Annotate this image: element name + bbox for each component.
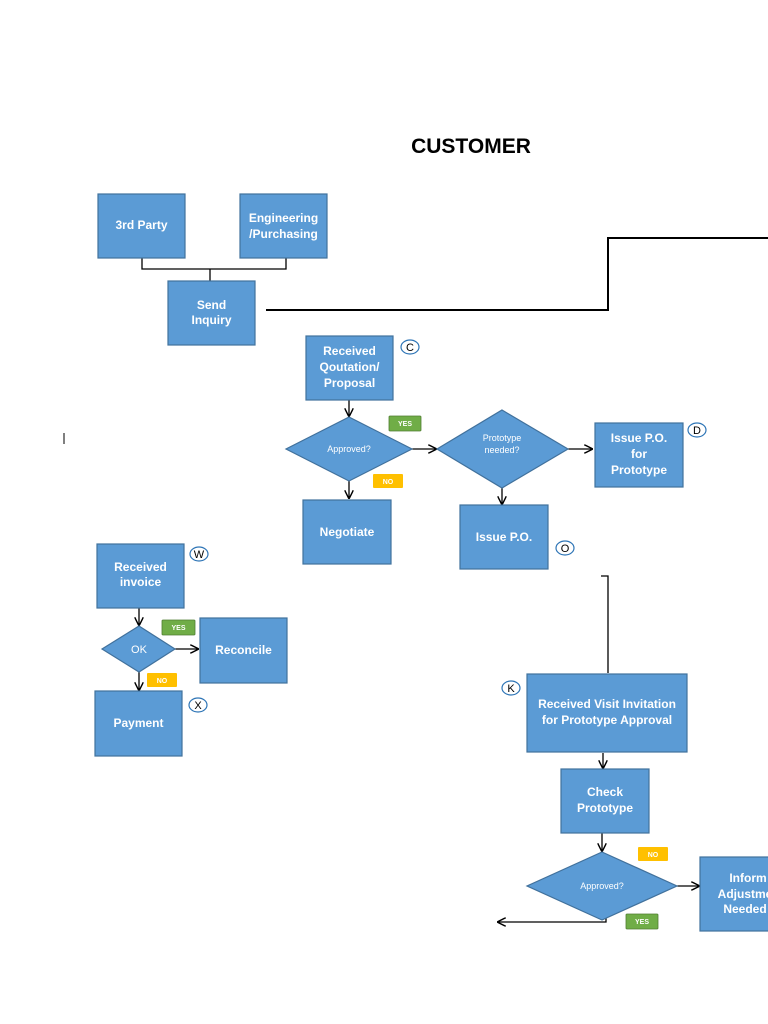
box-3rd-party-label: 3rd Party xyxy=(115,218,167,232)
tag-yes-approved-2-label: YES xyxy=(635,919,649,926)
tag-no-approved-2-label: NO xyxy=(648,852,659,859)
marker-c-label: C xyxy=(406,342,414,354)
box-engineering-line2: /Purchasing xyxy=(249,227,318,241)
box-received-invoice: Received invoice xyxy=(96,543,185,609)
tag-yes-ok: YES xyxy=(161,619,196,636)
box-issue-po-label: Issue P.O. xyxy=(476,530,532,544)
diamond-approved-1: Approved? xyxy=(284,416,414,482)
tag-no-approved-1-label: NO xyxy=(383,479,394,486)
box-engineering-purchasing: Engineering /Purchasing xyxy=(239,193,328,259)
marker-w-label: W xyxy=(194,549,205,561)
diamond-approved-1-label: Approved? xyxy=(327,444,371,454)
box-3rd-party: 3rd Party xyxy=(97,193,186,259)
box-received-visit-line2: for Prototype Approval xyxy=(542,713,672,727)
box-received-quotation-line2: Qoutation/ xyxy=(320,360,381,374)
box-negotiate-label: Negotiate xyxy=(320,525,375,539)
box-reconcile: Reconcile xyxy=(199,617,288,684)
marker-o-label: O xyxy=(561,543,570,555)
box-issue-po-prototype: Issue P.O. for Prototype xyxy=(594,422,684,488)
box-send-inquiry-line1: Send xyxy=(197,298,226,312)
tag-no-ok: NO xyxy=(147,673,177,687)
box-check-prototype: Check Prototype xyxy=(560,768,650,834)
box-received-invoice-line1: Received xyxy=(114,560,167,574)
marker-d: D xyxy=(687,422,707,438)
marker-o: O xyxy=(555,540,575,556)
marker-x: X xyxy=(188,697,208,713)
marker-c: C xyxy=(400,339,420,355)
box-payment-label: Payment xyxy=(113,716,163,730)
box-check-prototype-line2: Prototype xyxy=(577,801,633,815)
box-engineering-line1: Engineering xyxy=(249,211,318,225)
tag-yes-approved-1-label: YES xyxy=(398,421,412,428)
box-inform-line3: Needed xyxy=(723,902,766,916)
tag-yes-approved-2: YES xyxy=(625,913,659,930)
box-received-visit-invitation: Received Visit Invitation for Prototype … xyxy=(526,673,688,753)
box-inform-adjustment: Inform Adjustme Needed xyxy=(699,856,768,932)
diamond-ok: OK xyxy=(100,625,177,673)
tag-yes-ok-label: YES xyxy=(171,625,185,632)
box-received-quotation: Received Qoutation/ Proposal xyxy=(305,335,394,401)
tag-no-approved-1: NO xyxy=(373,474,403,488)
box-received-quotation-line3: Proposal xyxy=(324,376,375,390)
marker-k-label: K xyxy=(507,683,515,695)
box-inform-line2: Adjustme xyxy=(718,887,768,901)
marker-w: W xyxy=(189,546,209,562)
diamond-ok-label: OK xyxy=(131,644,148,656)
box-received-quotation-line1: Received xyxy=(323,344,376,358)
box-issue-po-prototype-line3: Prototype xyxy=(611,463,667,477)
diamond-prototype-needed: Prototype needed? xyxy=(435,409,570,489)
connectors xyxy=(139,237,768,922)
tag-no-approved-2: NO xyxy=(638,847,668,861)
diamond-approved-2: Approved? xyxy=(525,851,679,921)
page-title: CUSTOMER xyxy=(411,135,531,158)
box-inform-line1: Inform xyxy=(729,871,766,885)
box-payment: Payment xyxy=(94,690,183,757)
box-send-inquiry: Send Inquiry xyxy=(167,280,256,346)
arrow-approved-yes-left xyxy=(498,916,607,922)
box-issue-po-prototype-line2: for xyxy=(631,447,647,461)
marker-k: K xyxy=(501,680,521,696)
box-negotiate: Negotiate xyxy=(302,499,392,565)
marker-d-label: D xyxy=(693,425,701,437)
diamond-prototype-needed-line2: needed? xyxy=(484,445,519,455)
box-send-inquiry-line2: Inquiry xyxy=(191,313,231,327)
connector-send-inquiry-to-supplier xyxy=(266,237,768,311)
marker-x-label: X xyxy=(194,700,202,712)
connector-sources-join xyxy=(141,258,287,270)
box-issue-po-prototype-line1: Issue P.O. xyxy=(611,431,667,445)
box-check-prototype-line1: Check xyxy=(587,785,623,799)
tag-no-ok-label: NO xyxy=(157,678,168,685)
tag-yes-approved-1: YES xyxy=(388,415,422,432)
box-issue-po: Issue P.O. xyxy=(459,504,549,570)
box-received-invoice-line2: invoice xyxy=(120,575,162,589)
box-received-visit-line1: Received Visit Invitation xyxy=(538,697,676,711)
diamond-prototype-needed-line1: Prototype xyxy=(483,433,522,443)
diamond-approved-2-label: Approved? xyxy=(580,881,624,891)
box-reconcile-label: Reconcile xyxy=(215,643,272,657)
connector-into-received-visit xyxy=(601,575,609,673)
